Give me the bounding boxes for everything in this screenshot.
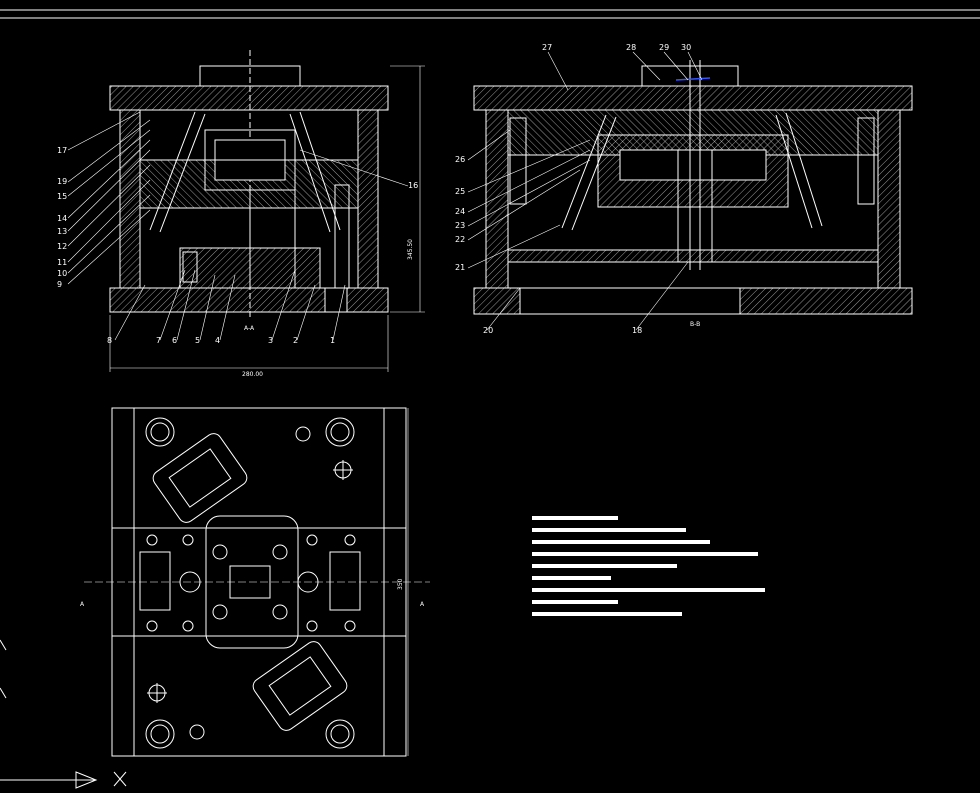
part-number: 19 xyxy=(57,177,67,186)
plan-section-marker-right: A xyxy=(420,601,425,608)
right-part-numbers: 27 28 29 30 26 25 24 23 22 21 20 18 xyxy=(455,43,691,335)
technical-note-line xyxy=(532,552,758,556)
part-number: 3 xyxy=(268,336,273,345)
part-number: 21 xyxy=(455,263,465,272)
part-number: 6 xyxy=(172,336,177,345)
part-number: 1 xyxy=(330,336,335,345)
left-height-dimension: 345.50 xyxy=(407,239,414,260)
part-number: 14 xyxy=(57,214,67,223)
left-cut-label: A-A xyxy=(244,325,255,332)
left-section-view xyxy=(109,50,425,372)
technical-note-line xyxy=(532,600,618,604)
accent-sprue-marker xyxy=(675,77,711,81)
ucs-axis-icon xyxy=(0,639,127,789)
technical-note-line xyxy=(532,576,611,580)
technical-note-line xyxy=(532,540,710,544)
part-number: 25 xyxy=(455,187,465,196)
part-number: 4 xyxy=(215,336,220,345)
part-number: 17 xyxy=(57,146,67,155)
technical-note-line xyxy=(532,528,686,532)
part-number: 13 xyxy=(57,227,67,236)
plan-view xyxy=(84,407,430,757)
part-number: 11 xyxy=(57,258,67,267)
part-number: 9 xyxy=(57,280,62,289)
part-number: 8 xyxy=(107,336,112,345)
part-number: 18 xyxy=(632,326,642,335)
part-number: 30 xyxy=(681,43,691,52)
part-number: 15 xyxy=(57,192,67,201)
technical-note-line xyxy=(532,564,677,568)
part-number: 29 xyxy=(659,43,669,52)
part-number: 24 xyxy=(455,207,465,216)
left-part-numbers: 17 16 19 15 14 13 12 11 10 9 8 7 6 5 4 3… xyxy=(57,146,418,345)
part-number: 16 xyxy=(408,181,418,190)
part-number: 10 xyxy=(57,269,67,278)
plan-section-marker-left: A xyxy=(80,601,85,608)
technical-note-line xyxy=(532,612,682,616)
part-number: 26 xyxy=(455,155,465,164)
part-number: 27 xyxy=(542,43,552,52)
part-number: 23 xyxy=(455,221,465,230)
part-number: 7 xyxy=(156,336,161,345)
part-number: 2 xyxy=(293,336,298,345)
plan-width-dimension: 350 xyxy=(397,578,404,590)
part-number: 28 xyxy=(626,43,636,52)
left-part-number-leaders xyxy=(67,111,409,341)
part-number: 12 xyxy=(57,242,67,251)
technical-note-line xyxy=(532,588,765,592)
technical-notes xyxy=(532,516,772,626)
technical-note-line xyxy=(532,516,618,520)
right-cut-label: B-B xyxy=(690,321,700,328)
left-width-dimension: 280.00 xyxy=(242,371,263,378)
right-part-number-leaders xyxy=(467,51,703,331)
part-number: 5 xyxy=(195,336,200,345)
border-lines xyxy=(0,9,980,19)
right-section-view xyxy=(473,60,913,315)
part-number: 22 xyxy=(455,235,465,244)
part-number: 20 xyxy=(483,326,493,335)
